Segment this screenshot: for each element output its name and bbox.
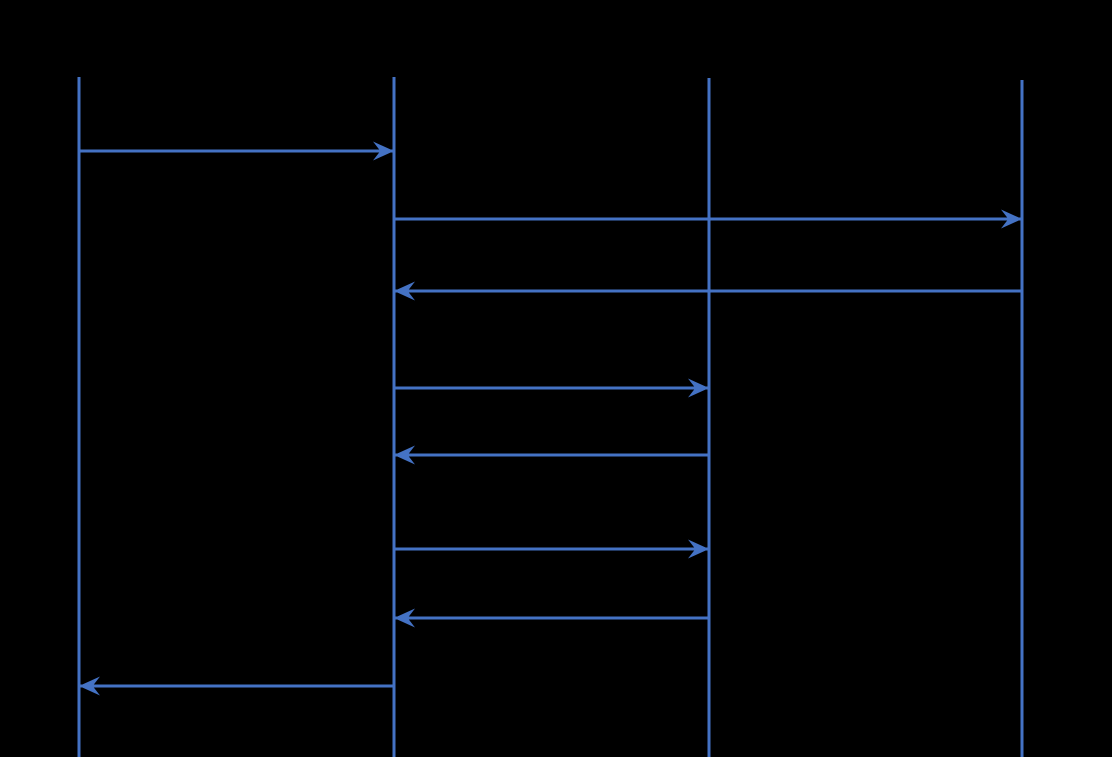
sequence-diagram <box>77 77 1024 757</box>
sequence-diagram-canvas <box>77 77 1024 757</box>
